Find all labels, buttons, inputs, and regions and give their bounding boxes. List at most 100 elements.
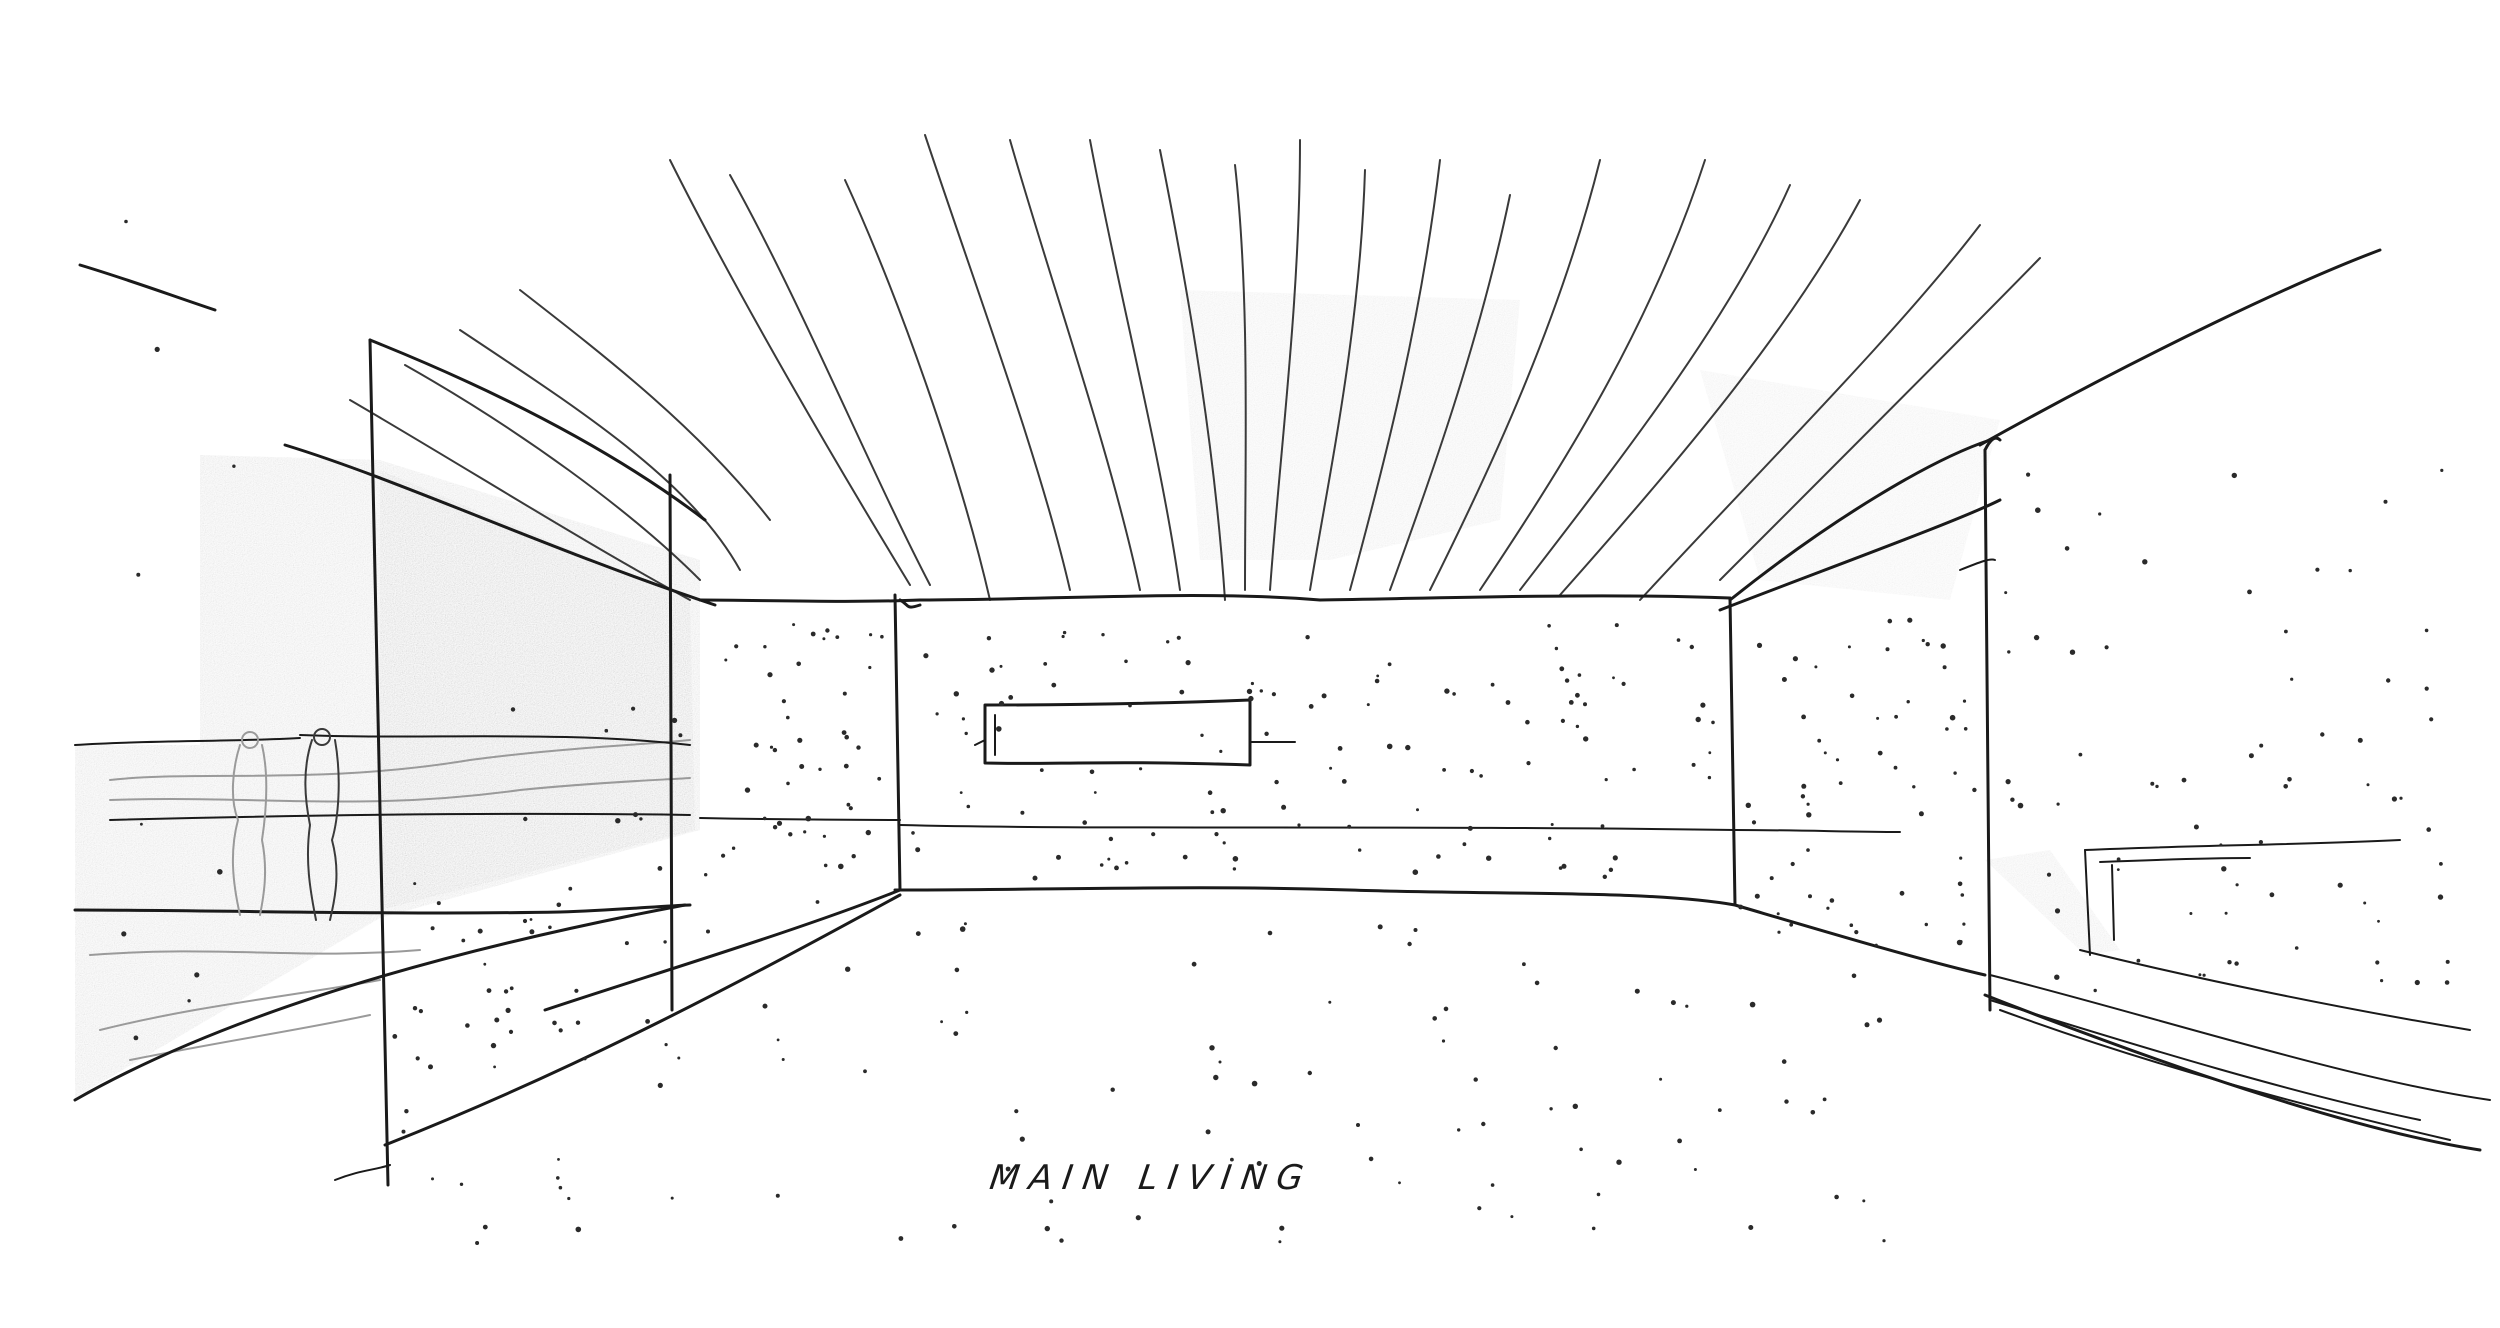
- stipple-dot: [2383, 499, 2388, 504]
- stipple-dot: [1032, 875, 1038, 881]
- stipple-dot: [1826, 906, 1830, 910]
- stipple-dot: [430, 926, 435, 931]
- stipple-dot: [1219, 749, 1223, 754]
- stipple-dot: [998, 700, 1005, 707]
- stipple-dot: [863, 1069, 867, 1074]
- stipple-dot: [964, 731, 968, 736]
- stipple-dot: [1124, 861, 1129, 865]
- stipple-dot: [2093, 988, 2097, 993]
- stipple-dot: [1387, 662, 1392, 667]
- stipple-dot: [1876, 1017, 1883, 1023]
- stipple-dot: [724, 658, 728, 662]
- stipple-dot: [1634, 988, 1640, 994]
- stipple-dot: [1044, 1225, 1051, 1232]
- drawing-caption: MAIN LIVING: [987, 1158, 1316, 1198]
- stipple-dot: [1781, 1059, 1787, 1064]
- stipple-dot: [510, 707, 516, 712]
- stipple-dot: [1297, 823, 1301, 827]
- stipple-dot: [1608, 867, 1614, 872]
- stipple-dot: [490, 1042, 497, 1049]
- stipple-dot: [788, 832, 793, 837]
- stipple-dot: [838, 863, 844, 870]
- stipple-dot: [1838, 781, 1843, 785]
- stipple-dot: [1267, 930, 1273, 936]
- stipple-dot: [953, 691, 959, 697]
- stipple-dot: [835, 635, 840, 639]
- stipple-dot: [1956, 939, 1963, 946]
- stipple-dot: [762, 1003, 768, 1009]
- stipple-dot: [1560, 718, 1565, 724]
- stipple-dot: [2098, 512, 2102, 516]
- stipple-dot: [2391, 796, 2397, 802]
- stipple-dot: [868, 665, 872, 670]
- stipple-dot: [2235, 883, 2239, 887]
- stipple-dot: [1386, 743, 1393, 750]
- stipple-dot: [1925, 642, 1930, 647]
- stipple-dot: [486, 988, 492, 993]
- stipple-dot: [1822, 1097, 1827, 1102]
- stipple-dot: [1708, 751, 1712, 755]
- stipple-dot: [818, 767, 822, 771]
- stipple-dot: [2054, 974, 2060, 980]
- stipple-dot: [413, 882, 417, 886]
- stipple-dot: [465, 1023, 470, 1028]
- stipple-dot: [1612, 676, 1615, 680]
- stipple-dot: [1670, 1000, 1676, 1006]
- stipple-dot: [1877, 750, 1883, 756]
- stipple-dot: [1099, 863, 1104, 867]
- left-opening-shading: [75, 455, 700, 1098]
- stipple-dot: [772, 747, 778, 753]
- stipple-dot: [556, 1176, 560, 1180]
- stipple-dot: [2005, 779, 2011, 785]
- stipple-dot: [1949, 714, 1956, 721]
- stipple-dot: [1176, 635, 1181, 640]
- stipple-dot: [1328, 1000, 1332, 1004]
- stipple-dot: [961, 717, 966, 721]
- stipple-dot: [1481, 1121, 1486, 1127]
- stipple-dot: [1305, 635, 1310, 640]
- stipple-dot: [841, 730, 847, 735]
- stipple-dot: [965, 1010, 969, 1015]
- stipple-dot: [2380, 979, 2384, 983]
- stipple-dot: [431, 1177, 434, 1181]
- stipple-dot: [1575, 724, 1580, 729]
- stipple-dot: [954, 967, 960, 973]
- stipple-dot: [1279, 1225, 1285, 1231]
- stipple-dot: [1754, 893, 1760, 899]
- stipple-dot: [1356, 1123, 1360, 1127]
- stipple-dot: [772, 825, 778, 830]
- stipple-dot: [1940, 643, 1946, 649]
- stipple-dot: [2429, 717, 2434, 722]
- stipple-dot: [1882, 1239, 1886, 1243]
- stipple-dot: [2247, 589, 2252, 595]
- stipple-dot: [2234, 961, 2239, 966]
- stipple-dot: [1089, 769, 1095, 775]
- stipple-dot: [574, 988, 579, 993]
- stipple-dot: [822, 637, 826, 641]
- stipple-dot: [1808, 894, 1812, 899]
- stipple-dot: [763, 645, 767, 649]
- stipple-dot: [1230, 1157, 1234, 1162]
- stipple-dot: [2348, 568, 2352, 573]
- stipple-dot: [2386, 678, 2391, 683]
- stipple-dot: [2104, 645, 2109, 650]
- stipple-dot: [1005, 1166, 1011, 1172]
- stipple-dot: [706, 929, 710, 934]
- stipple-dot: [2026, 472, 2031, 477]
- stipple-dot: [1185, 660, 1191, 666]
- stipple-dot: [1801, 783, 1807, 789]
- stipple-dot: [1823, 751, 1827, 755]
- stipple-dot: [1893, 765, 1898, 770]
- stipple-dot: [2399, 796, 2403, 800]
- stipple-dot: [1444, 688, 1450, 694]
- stipple-dot: [1781, 677, 1787, 682]
- stipple-dot: [1179, 689, 1185, 695]
- stipple-dot: [1874, 943, 1878, 947]
- stipple-dot: [558, 1185, 563, 1190]
- stipple-dot: [2424, 628, 2429, 633]
- stipple-dot: [1200, 733, 1204, 737]
- stipple-dot: [744, 787, 751, 793]
- stipple-dot: [2357, 737, 2363, 743]
- stipple-dot: [1049, 1199, 1054, 1204]
